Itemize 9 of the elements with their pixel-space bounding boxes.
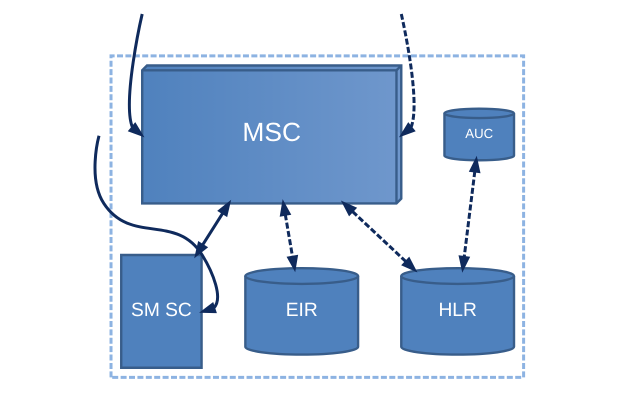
arrow bbox=[340, 200, 418, 272]
arrow bbox=[398, 14, 416, 138]
arrow bbox=[94, 135, 219, 314]
arrow bbox=[194, 200, 232, 258]
node-box: SM SC bbox=[120, 254, 203, 369]
arrow bbox=[458, 156, 481, 273]
cluster bbox=[110, 54, 526, 379]
arrow bbox=[128, 14, 145, 138]
arrow bbox=[280, 199, 298, 272]
